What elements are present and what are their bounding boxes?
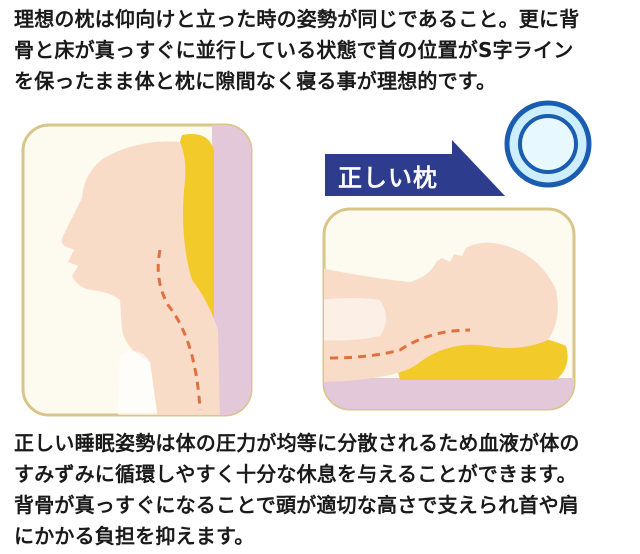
standing-body-silhouette (61, 141, 220, 415)
intro-line-2: 骨と床が真っすぐに並行している状態で首の位置がS字ライン (14, 38, 574, 62)
summary-line-3: 背骨が真っすぐになることで頭が適切な高さで支えられ首や肩 (14, 493, 579, 517)
pillow-section-icon (504, 100, 592, 188)
mattress (324, 378, 574, 409)
standing-spine-line (156, 249, 202, 411)
banner-label: 正しい枕 (338, 164, 438, 192)
banner-arrow (325, 140, 505, 196)
intro-line-1: 理想の枕は仰向けと立った時の姿勢が同じであること。更に背 (14, 7, 580, 31)
lying-spine-line (329, 328, 471, 360)
summary-line-4: にかかる負担を抑えます。 (14, 524, 255, 548)
intro-line-3: を保ったまま体と枕に隙間なく寝る事が理想的です。 (14, 69, 497, 93)
summary-paragraph: 正しい睡眠姿勢は体の圧力が均等に分散されるため血液が体の すみずみに循環しやすく… (14, 428, 630, 552)
correct-pillow-banner (325, 140, 505, 196)
summary-line-2: すみずみに循環しやすく十分な休息を与えることができます。 (14, 462, 577, 486)
intro-paragraph: 理想の枕は仰向けと立った時の姿勢が同じであること。更に背 骨と床が真っすぐに並行… (14, 4, 630, 97)
lying-posture-panel (322, 207, 576, 411)
standing-posture-panel (21, 123, 253, 417)
summary-line-1: 正しい睡眠姿勢は体の圧力が均等に分散されるため血液が体の (14, 431, 580, 455)
lying-body-silhouette (324, 242, 558, 382)
